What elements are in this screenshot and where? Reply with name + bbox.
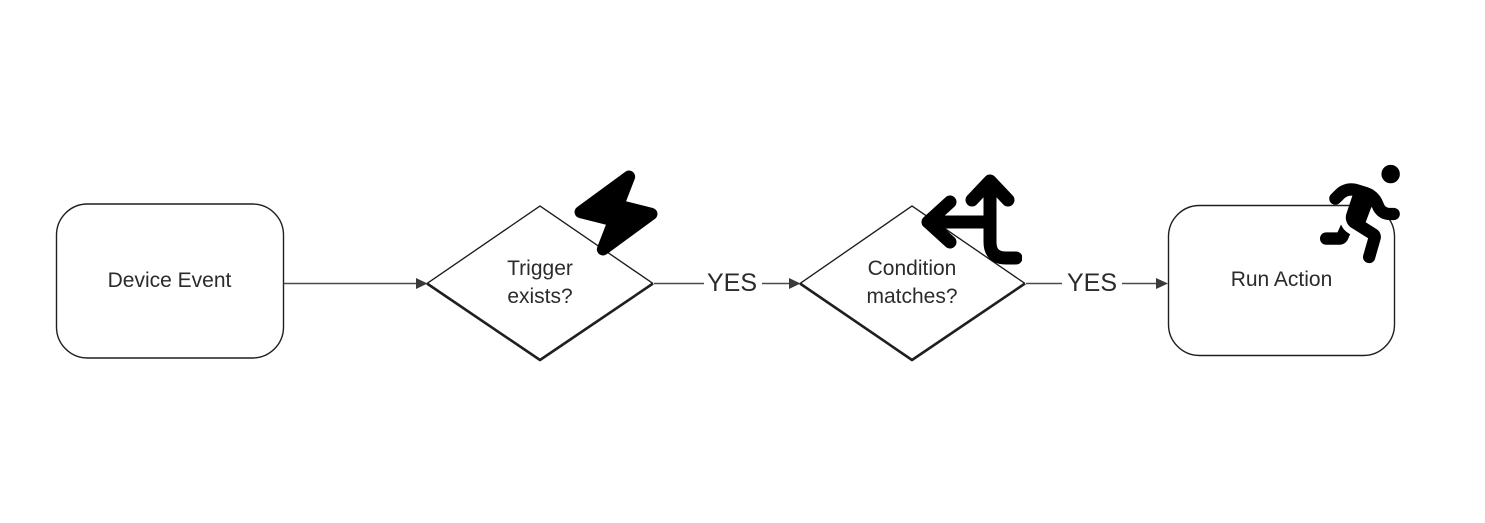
split-arrows-icon (921, 174, 1022, 265)
arrowhead-icon (789, 278, 801, 289)
node-trigger-exists-shape (426, 205, 654, 362)
arrowhead-icon (416, 278, 428, 289)
edge-trigger-to-condition (654, 278, 801, 289)
node-device-event-shape (55, 203, 285, 359)
edge-device-to-trigger (284, 278, 428, 289)
arrowhead-icon (1156, 278, 1168, 289)
lightning-bolt-icon (574, 170, 658, 256)
edge-condition-to-run (1026, 278, 1168, 289)
person-running-icon (1320, 164, 1400, 264)
node-condition-matches-shape (799, 205, 1026, 362)
